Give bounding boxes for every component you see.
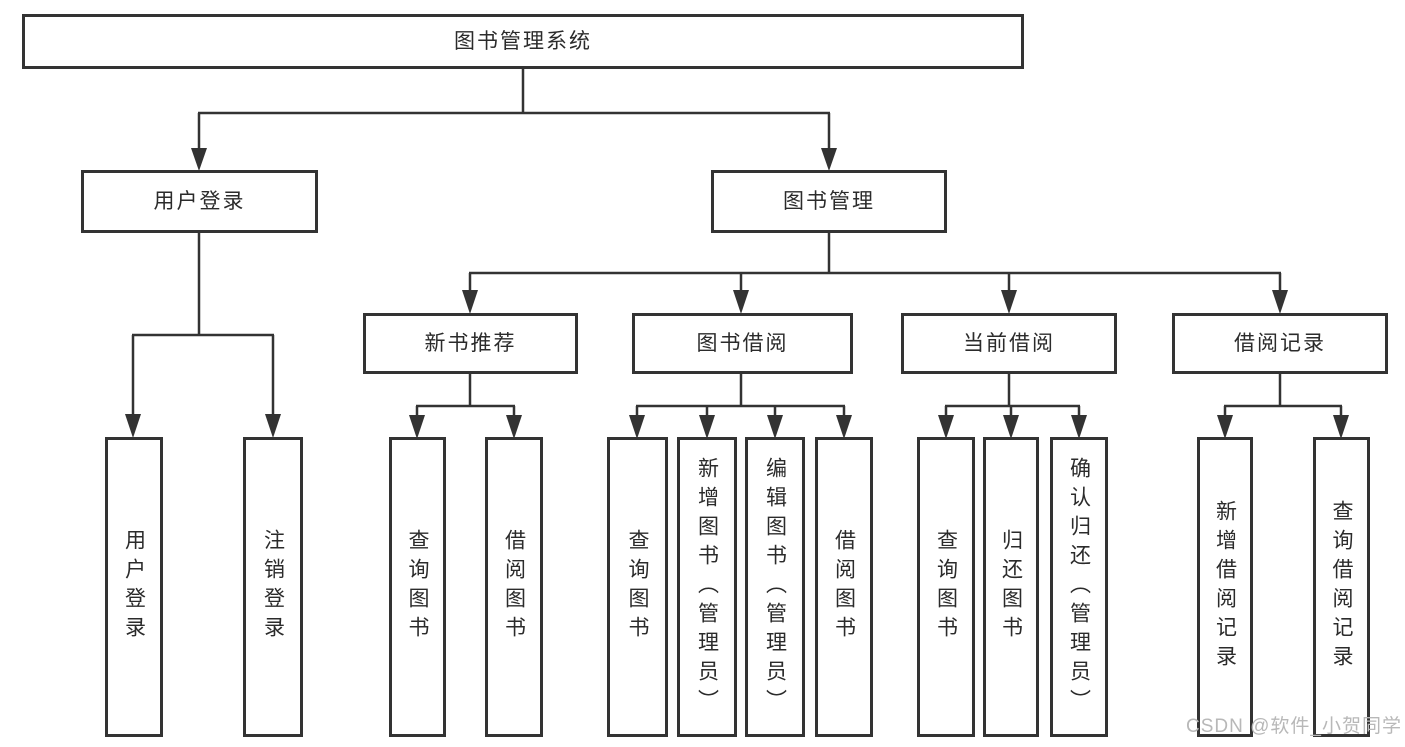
node-book-borrow: 图书借阅 (632, 313, 853, 374)
leaf-borrow-borrow-books: 借阅图书 (815, 437, 873, 737)
node-label: 当前借阅 (963, 332, 1055, 355)
leaf-borrow-query-books: 查询图书 (607, 437, 668, 737)
node-label: 查询图书 (626, 529, 649, 645)
leaf-newrec-query-books: 查询图书 (389, 437, 446, 737)
leaf-newrec-borrow-books: 借阅图书 (485, 437, 543, 737)
leaf-borrow-edit-books-admin: 编辑图书（管理员） (745, 437, 805, 737)
leaf-records-add-record: 新增借阅记录 (1197, 437, 1253, 737)
node-label: 借阅记录 (1234, 332, 1326, 355)
node-library-system: 图书管理系统 (22, 14, 1024, 69)
node-label: 确认归还（管理员） (1067, 456, 1091, 718)
csdn-watermark: CSDN @软件_小贺同学 (1186, 716, 1402, 737)
node-label: 新书推荐 (424, 332, 517, 355)
node-label: 编辑图书（管理员） (763, 456, 787, 718)
leaf-current-query-books: 查询图书 (917, 437, 975, 737)
leaf-borrow-add-books-admin: 新增图书（管理员） (677, 437, 737, 737)
node-label: 借阅图书 (832, 529, 856, 645)
node-label: 新增借阅记录 (1213, 500, 1237, 674)
node-label: 查询图书 (934, 529, 958, 645)
node-book-management: 图书管理 (711, 170, 947, 233)
node-label: 图书管理系统 (454, 30, 592, 53)
node-label: 借阅图书 (502, 529, 526, 645)
leaf-logout: 注销登录 (243, 437, 303, 737)
node-new-book-recommend: 新书推荐 (363, 313, 578, 374)
node-label: 图书借阅 (696, 332, 789, 355)
leaf-current-confirm-return-admin: 确认归还（管理员） (1050, 437, 1108, 737)
node-label: 归还图书 (999, 529, 1023, 645)
node-current-borrow: 当前借阅 (901, 313, 1117, 374)
node-user-login: 用户登录 (81, 170, 318, 233)
node-label: 查询借阅记录 (1330, 500, 1353, 674)
node-borrow-records: 借阅记录 (1172, 313, 1388, 374)
leaf-current-return-books: 归还图书 (983, 437, 1039, 737)
node-label: 用户登录 (153, 190, 246, 213)
node-label: 查询图书 (406, 529, 429, 645)
leaf-records-query-record: 查询借阅记录 (1313, 437, 1370, 737)
node-label: 图书管理 (783, 190, 875, 213)
node-label: 用户登录 (122, 529, 146, 645)
node-label: 新增图书（管理员） (695, 456, 719, 718)
leaf-user-login: 用户登录 (105, 437, 163, 737)
node-label: 注销登录 (261, 529, 285, 645)
